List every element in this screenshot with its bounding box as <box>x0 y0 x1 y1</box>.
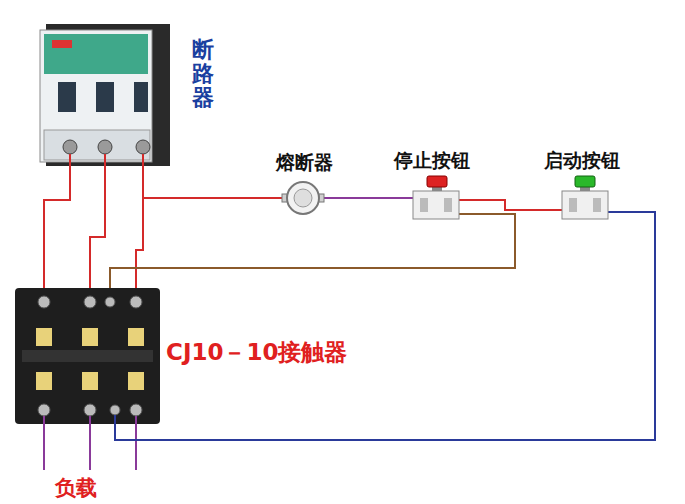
wire-stub <box>114 415 116 431</box>
breaker-unit: 断路器 <box>36 16 226 168</box>
button-contact <box>420 198 428 212</box>
terminal-screw <box>110 405 120 415</box>
terminal-tag <box>82 372 98 390</box>
load-wire <box>89 416 91 470</box>
contactor-unit: CJ10－10接触器 <box>12 281 416 431</box>
terminal-screw <box>63 140 77 154</box>
load-label: 负载 <box>55 474 97 502</box>
contactor-body <box>15 288 160 424</box>
fuse-body <box>287 182 319 214</box>
wire-stub <box>458 213 483 215</box>
button-cap-red <box>427 176 447 187</box>
breaker-top-panel <box>44 34 148 74</box>
wire-stub <box>69 154 71 169</box>
terminal-tag <box>36 372 52 390</box>
start-button-unit: 启动按钮 <box>527 144 637 224</box>
device-label: 断路器 <box>192 38 214 111</box>
button-contact <box>444 198 452 212</box>
wire <box>44 168 70 281</box>
wire <box>110 214 515 281</box>
wire-stub <box>104 154 106 169</box>
wire-stub <box>142 154 144 169</box>
fuse <box>257 182 351 214</box>
device-label: 启动按钮 <box>544 148 620 174</box>
stop-button-unit: 停止按钮 <box>381 144 483 224</box>
wire-stub <box>527 209 563 211</box>
terminal-tag <box>82 328 98 346</box>
wire <box>483 200 527 210</box>
terminal-screw <box>130 404 142 416</box>
terminal-screw <box>98 140 112 154</box>
contactor <box>15 281 160 470</box>
fuse-cap <box>294 189 312 207</box>
load-wire <box>135 416 137 470</box>
wire <box>115 212 655 440</box>
terminal-screw <box>136 140 150 154</box>
terminal-screw <box>38 404 50 416</box>
device-label: 停止按钮 <box>394 148 470 174</box>
wire <box>136 168 143 281</box>
start-button <box>527 176 637 219</box>
circuit-breaker <box>40 24 170 169</box>
wire <box>90 168 105 281</box>
wire <box>351 197 381 199</box>
fuse-unit: 熔断器 <box>257 146 351 218</box>
terminal-screw <box>130 296 142 308</box>
contactor-ridge <box>22 350 153 362</box>
wire-stub <box>607 211 637 213</box>
terminal-screw <box>38 296 50 308</box>
breaker-body <box>40 30 152 162</box>
breaker-toggle <box>134 82 148 112</box>
button-contact <box>569 198 577 212</box>
button-cap-green <box>575 176 595 187</box>
wire-stub <box>458 199 483 201</box>
device-label: 熔断器 <box>276 150 333 176</box>
device-label: CJ10－10接触器 <box>166 337 347 368</box>
terminal-screw <box>84 296 96 308</box>
button-base <box>413 191 459 219</box>
terminal-screw <box>105 297 115 307</box>
stop-button <box>381 176 483 219</box>
wire-stub <box>381 197 414 199</box>
breaker-badge <box>52 40 72 48</box>
terminal-tag <box>36 328 52 346</box>
breaker-toggle <box>96 82 114 112</box>
terminal-screw <box>84 404 96 416</box>
button-contact <box>593 198 601 212</box>
breaker-terminal-block <box>44 130 150 160</box>
breaker-toggle <box>58 82 76 112</box>
load-wire <box>43 416 45 470</box>
terminal-tag <box>128 372 144 390</box>
wire <box>143 168 257 198</box>
terminal-tag <box>128 328 144 346</box>
button-base <box>562 191 608 219</box>
